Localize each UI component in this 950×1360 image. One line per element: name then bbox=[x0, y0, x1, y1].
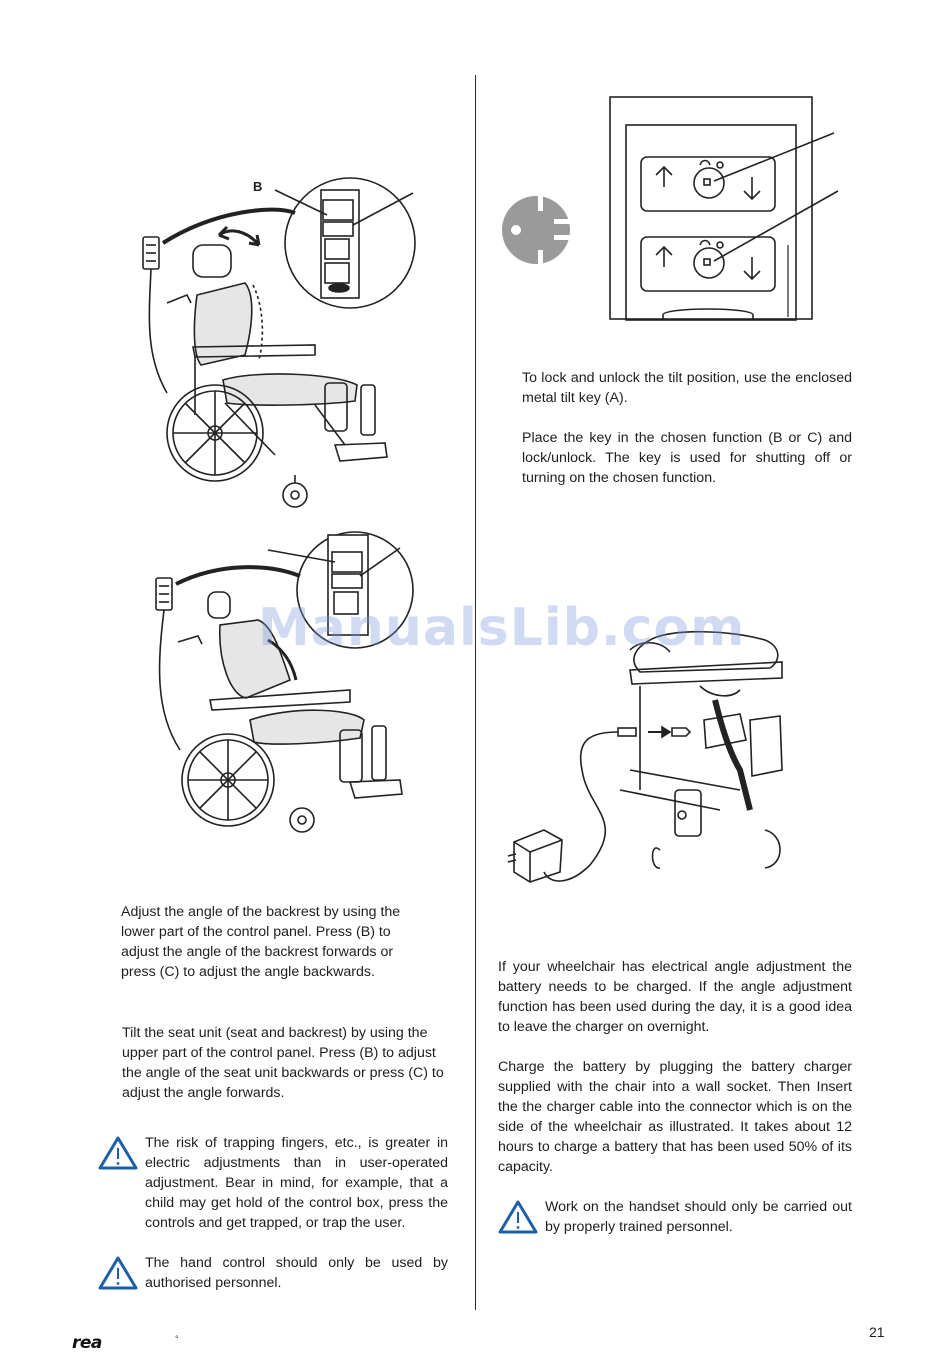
watermark-text: ManualsLib.com bbox=[258, 598, 746, 658]
metal-tilt-key-icon bbox=[502, 195, 574, 266]
battery-charging-illustration bbox=[507, 630, 783, 883]
warning-authorised: The hand control should only be used by … bbox=[98, 1253, 450, 1293]
warning-authorised-text: The hand control should only be used by … bbox=[145, 1255, 448, 1291]
battery-charging-paragraph: If your wheelchair has electrical angle … bbox=[498, 959, 852, 1035]
rea-logo: rea bbox=[72, 1333, 102, 1353]
warning-triangle-icon bbox=[98, 1256, 138, 1290]
wheelchair-backrest-illustration: B bbox=[142, 177, 416, 508]
page-number: 21 bbox=[869, 1324, 885, 1340]
figure-label-b: B bbox=[253, 179, 262, 194]
wheelchair-tilt-illustration bbox=[155, 531, 414, 833]
tilt-seat-paragraph: Tilt the seat unit (seat and backrest) b… bbox=[122, 1025, 444, 1101]
charge-instructions-paragraph: Charge the battery by plugging the batte… bbox=[498, 1059, 852, 1175]
backrest-adjustment-paragraph: Adjust the angle of the backrest by usin… bbox=[121, 904, 401, 980]
warning-triangle-icon bbox=[98, 1136, 138, 1170]
warning-handset-text: Work on the handset should only be carri… bbox=[545, 1199, 852, 1235]
column-divider bbox=[475, 75, 476, 1310]
warning-trapping-text: The risk of trapping fingers, etc., is g… bbox=[145, 1135, 448, 1231]
logo-mark: ° bbox=[175, 1334, 179, 1344]
tilt-key-control-panel-illustration bbox=[502, 96, 839, 321]
key-function-paragraph: Place the key in the chosen function (B … bbox=[522, 430, 852, 486]
lock-tilt-paragraph: To lock and unlock the tilt position, us… bbox=[522, 370, 852, 406]
warning-triangle-icon bbox=[498, 1200, 538, 1234]
warning-handset: Work on the handset should only be carri… bbox=[498, 1197, 852, 1237]
warning-trapping: The risk of trapping fingers, etc., is g… bbox=[98, 1133, 450, 1233]
